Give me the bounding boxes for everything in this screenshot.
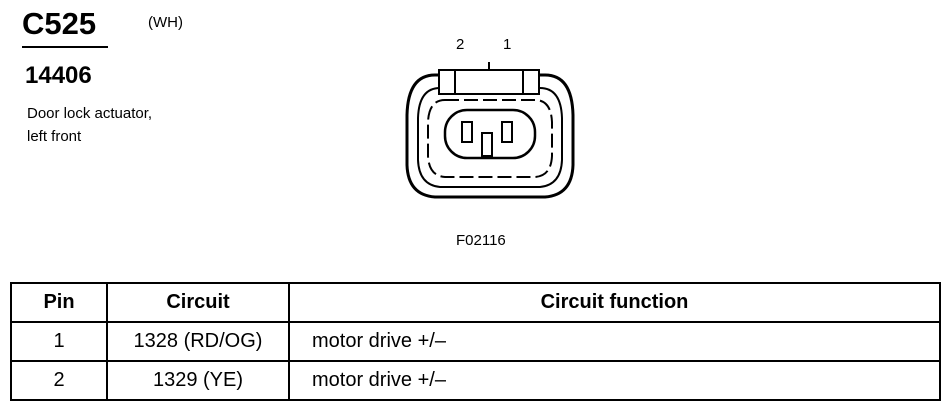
- circuit-function: motor drive +/–: [288, 360, 941, 401]
- component-description-line1: Door lock actuator,: [27, 105, 153, 122]
- connector-id: C525: [22, 6, 97, 41]
- connector-outer-shell: [405, 73, 575, 199]
- connector-face-drawing: [405, 62, 575, 199]
- terminal-cavity-housing: [443, 108, 537, 160]
- pin-label-2: 2: [456, 36, 465, 53]
- column-header-pin: Pin: [10, 282, 108, 323]
- part-number: 14406: [25, 62, 92, 89]
- circuit-number: 1328 (RD/OG): [106, 321, 290, 362]
- component-description-line2: left front: [27, 128, 82, 145]
- terminal-key: [481, 132, 493, 157]
- table-row: 2 1329 (YE) motor drive +/–: [10, 360, 941, 401]
- circuit-function: motor drive +/–: [288, 321, 941, 362]
- connector-inner-shell-dashed: [427, 99, 553, 178]
- table-row: 1 1328 (RD/OG) motor drive +/–: [10, 321, 941, 362]
- connector-color: (WH): [148, 14, 183, 31]
- pinout-table: Pin Circuit Circuit function 1 1328 (RD/…: [10, 282, 941, 401]
- terminal-pin-1: [501, 121, 513, 143]
- circuit-number: 1329 (YE): [106, 360, 290, 401]
- column-header-circuit-function: Circuit function: [288, 282, 941, 323]
- figure-code: F02116: [456, 232, 506, 249]
- connector-inner-shell: [417, 87, 563, 188]
- terminal-pin-2: [461, 121, 473, 143]
- connector-id-underline: [22, 46, 108, 48]
- column-header-circuit: Circuit: [106, 282, 290, 323]
- table-header-row: Pin Circuit Circuit function: [10, 282, 941, 323]
- pin-number: 1: [10, 321, 108, 362]
- pin-number: 2: [10, 360, 108, 401]
- pin-label-1: 1: [503, 36, 512, 53]
